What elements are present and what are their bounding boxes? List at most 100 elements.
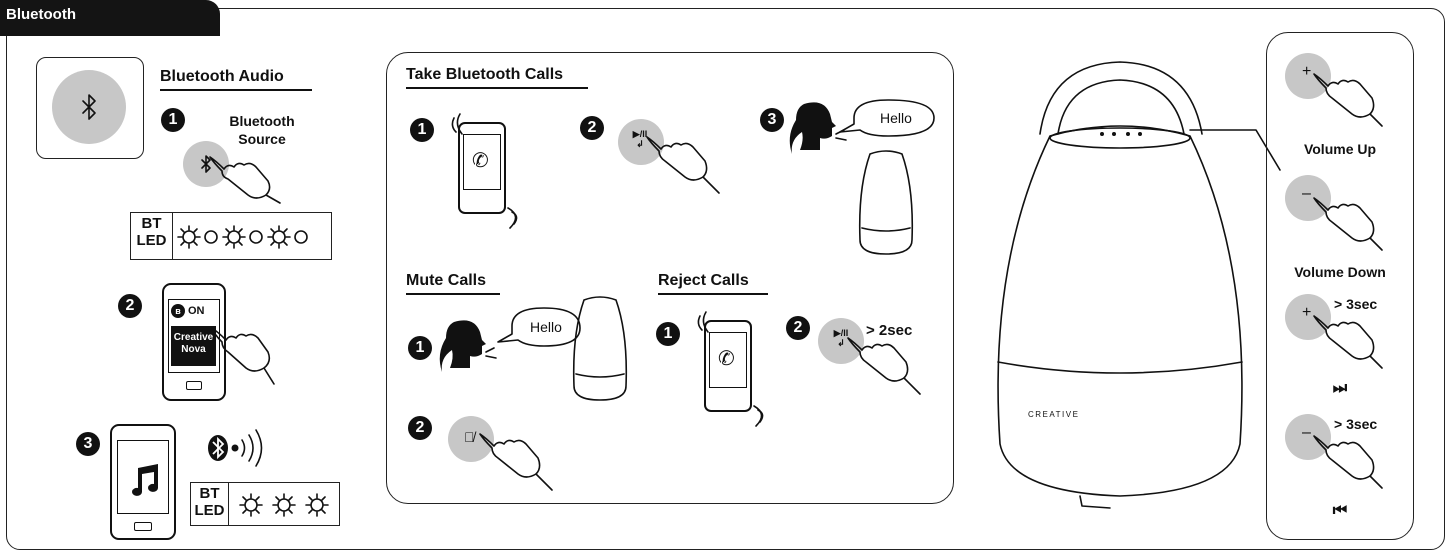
phone-icon: ✆ [718,348,735,370]
phone-illustration [110,424,176,540]
speech-text: Hello [880,110,912,126]
led-blink-sequence [177,225,308,249]
play-pause-call-icon: ▶/II↲ [833,328,849,348]
hand-pointer-icon [1313,315,1383,369]
volume-down-button [1285,175,1331,221]
phone-screen [709,332,747,388]
hold-duration-label: > 2sec [866,322,913,339]
hand-pointer-icon [1313,73,1383,127]
speech-text: Hello [530,319,562,335]
circle-led-icon [249,230,263,244]
mute-calls-heading: Mute Calls [406,272,500,295]
bt-led-label: BT LED [131,213,173,259]
label-line: Nova [181,344,206,355]
bluetooth-on-label: ʙ ON [171,304,205,318]
speaker-icon [997,61,1243,509]
sun-led-icon [267,225,291,249]
speech-bubble [839,99,935,137]
bt-led-indicator: BT LED [130,212,332,260]
home-button [134,522,152,531]
circle-led-icon [204,230,218,244]
sun-led-icon [222,225,246,249]
circle-led-icon [294,230,308,244]
section-tab: Bluetooth [0,0,220,36]
bluetooth-icon [201,155,211,173]
plus-icon: + [1302,304,1312,321]
step-number: 3 [760,108,784,132]
phone-screen [117,440,169,514]
callout-line [1189,129,1281,171]
ring-waves [451,113,518,229]
section-tab-label: Bluetooth [6,6,76,23]
hand-pointer-icon [211,327,275,385]
volume-down-label: Volume Down [1294,264,1386,280]
phone-screen: ʙ ON Creative Nova [168,299,220,373]
hand-pointer-icon [847,337,921,395]
led-steady-sequence [239,493,329,517]
bluetooth-icon: ʙ [171,304,185,318]
hand-pointer-icon [479,433,553,491]
bluetooth-button-box [36,57,144,159]
label-line: Bluetooth [229,113,295,129]
diagram-frame [6,8,1445,550]
speech-bubble [497,307,581,347]
reject-calls-heading: Reject Calls [658,272,768,295]
step-number: 2 [118,294,142,318]
play-pause-call-button [618,119,664,165]
controls-panel [1266,32,1414,540]
label-line: BT [141,215,162,232]
hand-pointer-icon [209,156,281,204]
previous-track-button [1285,414,1331,460]
music-note-icon [132,464,158,496]
on-text: ON [188,305,205,317]
step-number: 1 [408,336,432,360]
device-name-tile: Creative Nova [171,326,216,366]
step-number: 1 [410,118,434,142]
bt-led-label: BT LED [191,483,229,525]
ring-waves [697,311,764,427]
bluetooth-icon [82,94,96,120]
bluetooth-audio-heading: Bluetooth Audio [160,68,312,91]
calls-panel [386,52,954,504]
minus-icon: – [1302,185,1311,202]
play-pause-call-icon: ▶/II↲ [632,129,648,149]
speaker-icon [572,296,628,401]
label-line: BT [199,485,220,502]
step-number: 2 [408,416,432,440]
label-line: LED [136,232,167,249]
phone-ringing-illustration: ✆ [458,122,506,214]
label-line: Source [238,131,286,147]
volume-up-button [1285,53,1331,99]
sun-led-icon [272,493,296,517]
previous-track-icon: ⏮ [1332,502,1348,519]
speaker-icon [858,150,914,255]
step-number: 2 [786,316,810,340]
next-track-button [1285,294,1331,340]
hand-pointer-icon [1313,197,1383,251]
hold-duration-label: > 3sec [1334,296,1378,312]
take-calls-heading: Take Bluetooth Calls [406,66,588,89]
bluetooth-streaming-icon [208,429,263,467]
hold-duration-label: > 3sec [1334,416,1378,432]
plus-icon: + [1302,63,1312,80]
phone-ringing-illustration: ✆ [704,320,752,412]
person-speaking-icon [439,320,497,372]
hand-pointer-icon [1313,435,1383,489]
bt-led-indicator: BT LED [190,482,340,526]
next-track-icon: ⏭ [1332,380,1348,397]
speaker-brand-logo: CREATIVE [1028,410,1080,419]
phone-illustration: ʙ ON Creative Nova [162,283,226,401]
minus-icon: – [1302,424,1311,441]
step-number: 1 [161,108,185,132]
step-number: 1 [656,322,680,346]
bluetooth-source-label: Bluetooth Source [212,112,312,148]
sun-led-icon [177,225,201,249]
home-button [186,381,202,390]
sun-led-icon [239,493,263,517]
play-pause-call-button [818,318,864,364]
microphone-mute-icon: 🎙̸ [464,429,475,445]
hand-pointer-icon [646,136,720,194]
label-line: Creative [173,332,214,343]
sun-led-icon [305,493,329,517]
phone-icon: ✆ [472,150,489,172]
